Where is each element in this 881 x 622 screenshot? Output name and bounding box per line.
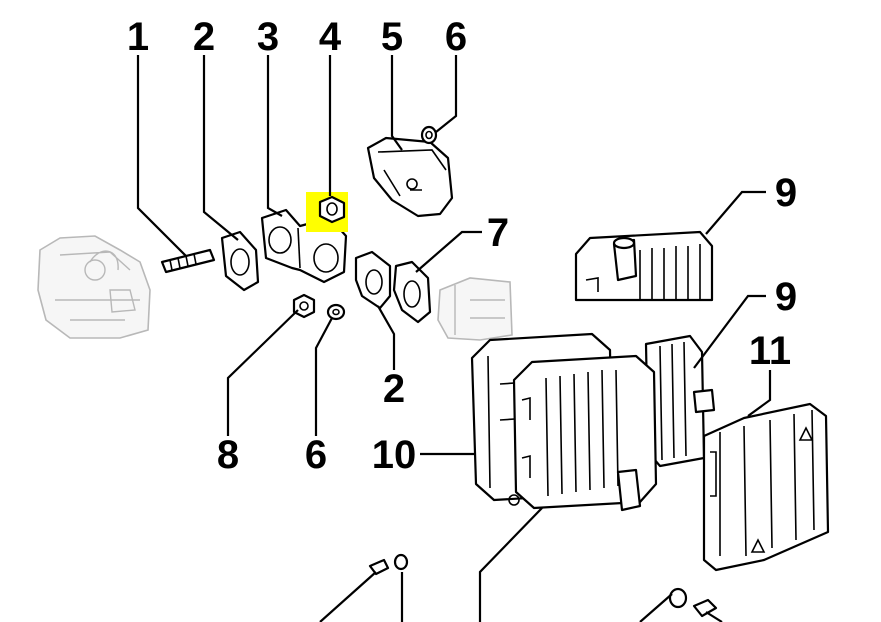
part-11-heat-shield: [702, 402, 830, 572]
leader-lines: [136, 55, 772, 622]
part-9-muffler-top: [574, 230, 714, 302]
callout-1: 1: [127, 15, 149, 59]
part-9-muffler-mid: [644, 334, 716, 468]
engine-ghost: [37, 235, 151, 339]
callout-6-bottom: 6: [305, 433, 327, 477]
part-6-washer-bottom: [326, 303, 346, 321]
part-6-washer: [420, 125, 438, 145]
callout-2-top: 2: [193, 15, 215, 59]
callout-9-top: 9: [775, 171, 797, 215]
callout-10: 10: [372, 433, 417, 477]
callout-5: 5: [381, 15, 403, 59]
callout-9-mid: 9: [775, 275, 797, 319]
callout-7: 7: [487, 211, 509, 255]
callout-6-top: 6: [445, 15, 467, 59]
callout-3: 3: [257, 15, 279, 59]
callout-8: 8: [217, 433, 239, 477]
part-8-nut: [292, 293, 316, 319]
part-1-stud: [160, 248, 216, 274]
part-2-gasket: [220, 230, 260, 292]
part-2-gasket-mid: [354, 250, 392, 310]
pipe-ghost: [437, 277, 513, 341]
callout-4: 4: [319, 15, 342, 59]
bottom-bolt-right: [668, 587, 718, 618]
part-5-cover: [366, 136, 454, 218]
callout-11: 11: [749, 329, 791, 373]
part-4-nut: [306, 192, 348, 232]
part-10-muffler: [470, 332, 658, 512]
callout-2-bottom: 2: [383, 367, 405, 411]
part-7-gasket: [392, 260, 432, 324]
bottom-bolt-left: [368, 553, 409, 576]
callout-labels: 1 2 3 4 5 6 7 9 9 11 2 8 6 10: [127, 15, 797, 477]
